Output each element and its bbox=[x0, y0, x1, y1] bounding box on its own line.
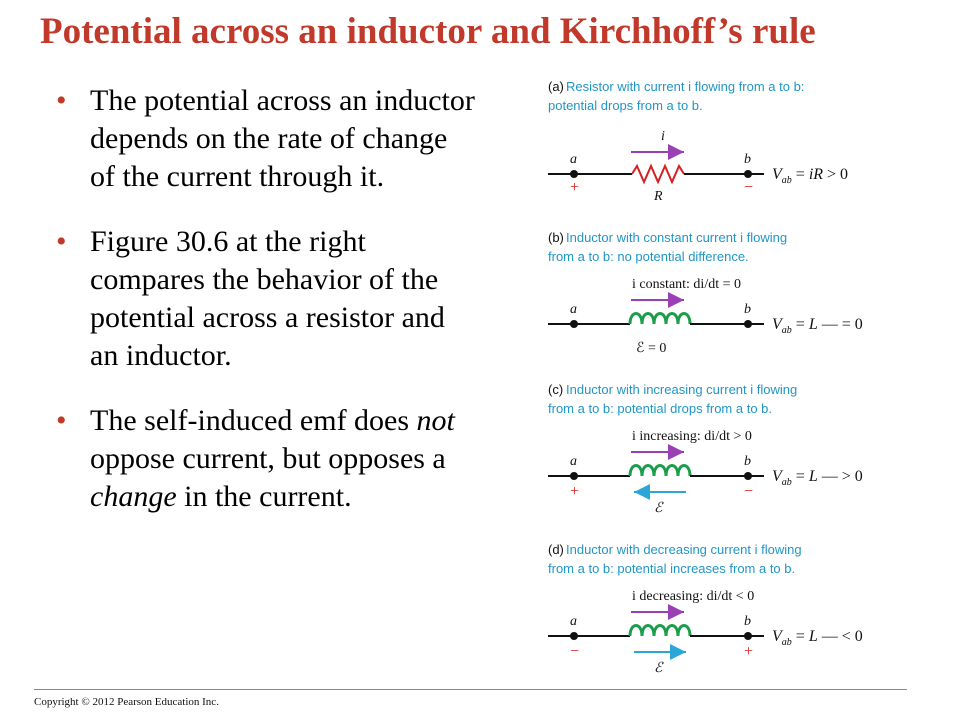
equation: Vab = L — > 0 bbox=[772, 468, 863, 488]
inductor-symbol bbox=[628, 624, 692, 637]
node-b-label: b bbox=[744, 302, 751, 317]
condition-label: i constant: di/dt = 0 bbox=[632, 277, 741, 292]
inductor-symbol bbox=[628, 312, 692, 325]
sign-b: + bbox=[744, 643, 753, 660]
node-b-label: b bbox=[744, 614, 751, 629]
emf-label: ℰ = 0 bbox=[636, 341, 666, 356]
node-b-dot bbox=[744, 170, 752, 178]
figure-30-6: (a) Resistor with current i flowing from… bbox=[548, 79, 863, 676]
bullet-text: The potential across an inductor depends… bbox=[90, 84, 475, 193]
bullet-text: Figure 30.6 at the right compares the be… bbox=[90, 225, 445, 372]
bullet-list: • The potential across an inductor depen… bbox=[56, 82, 476, 543]
panel-label: (d) bbox=[548, 542, 564, 557]
bullet-text: in the current. bbox=[176, 480, 352, 513]
node-b-dot bbox=[744, 320, 752, 328]
bullet-dot: • bbox=[56, 84, 67, 117]
node-a-dot bbox=[570, 320, 578, 328]
resistor-symbol bbox=[631, 163, 685, 185]
panel-caption-line2: from a to b: potential drops from a to b… bbox=[548, 401, 772, 416]
equation: Vab = iR > 0 bbox=[772, 166, 848, 186]
condition-label: i increasing: di/dt > 0 bbox=[632, 429, 752, 444]
panel-caption-line2: from a to b: potential increases from a … bbox=[548, 561, 795, 576]
panel-caption-line2: potential drops from a to b. bbox=[548, 98, 703, 113]
panel-d: (d) Inductor with decreasing current i f… bbox=[548, 542, 863, 676]
panel-caption-line2: from a to b: no potential difference. bbox=[548, 249, 749, 264]
sign-a: + bbox=[570, 179, 579, 196]
bullet-item-2: • Figure 30.6 at the right compares the … bbox=[56, 223, 476, 375]
panel-b: (b) Inductor with constant current i flo… bbox=[548, 230, 863, 356]
bullet-dot: • bbox=[56, 404, 67, 437]
sign-a: + bbox=[570, 483, 579, 500]
panel-caption-line1: Inductor with decreasing current i flowi… bbox=[566, 542, 802, 557]
inductor-symbol bbox=[628, 464, 692, 477]
copyright-footer: Copyright © 2012 Pearson Education Inc. bbox=[34, 696, 219, 708]
bullet-text: oppose current, but opposes a bbox=[90, 442, 446, 475]
bullet-emphasis: not bbox=[416, 404, 455, 437]
bullet-emphasis: change bbox=[90, 480, 177, 513]
node-b-dot bbox=[744, 632, 752, 640]
node-a-label: a bbox=[570, 614, 577, 629]
emf-label: ℰ bbox=[654, 661, 664, 676]
node-a-label: a bbox=[570, 454, 577, 469]
node-b-dot bbox=[744, 472, 752, 480]
panel-caption-line1: Resistor with current i flowing from a t… bbox=[566, 79, 804, 94]
slide-title: Potential across an inductor and Kirchho… bbox=[40, 11, 816, 52]
sign-b: − bbox=[744, 179, 753, 196]
bullet-dot: • bbox=[56, 225, 67, 258]
equation: Vab = L — = 0 bbox=[772, 316, 863, 336]
panel-a: (a) Resistor with current i flowing from… bbox=[548, 79, 848, 204]
panel-caption-line1: Inductor with increasing current i flowi… bbox=[566, 382, 797, 397]
node-a-dot bbox=[570, 632, 578, 640]
panel-caption-line1: Inductor with constant current i flowing bbox=[566, 230, 787, 245]
footer-divider bbox=[34, 689, 907, 690]
node-b-label: b bbox=[744, 454, 751, 469]
node-a-label: a bbox=[570, 302, 577, 317]
bullet-item-1: • The potential across an inductor depen… bbox=[56, 82, 476, 196]
resistor-label: R bbox=[653, 189, 663, 204]
sign-a: − bbox=[570, 643, 579, 660]
emf-label: ℰ bbox=[654, 501, 664, 516]
panel-label: (b) bbox=[548, 230, 564, 245]
bullet-text: The self-induced emf does bbox=[90, 404, 417, 437]
equation: Vab = L — < 0 bbox=[772, 628, 863, 648]
node-a-dot bbox=[570, 472, 578, 480]
current-label: i bbox=[661, 129, 665, 144]
node-a-label: a bbox=[570, 152, 577, 167]
panel-label: (a) bbox=[548, 79, 564, 94]
panel-c: (c) Inductor with increasing current i f… bbox=[548, 382, 863, 516]
panel-label: (c) bbox=[548, 382, 563, 397]
bullet-item-3: • The self-induced emf does not oppose c… bbox=[56, 402, 476, 516]
condition-label: i decreasing: di/dt < 0 bbox=[632, 589, 754, 604]
node-a-dot bbox=[570, 170, 578, 178]
node-b-label: b bbox=[744, 152, 751, 167]
sign-b: − bbox=[744, 483, 753, 500]
